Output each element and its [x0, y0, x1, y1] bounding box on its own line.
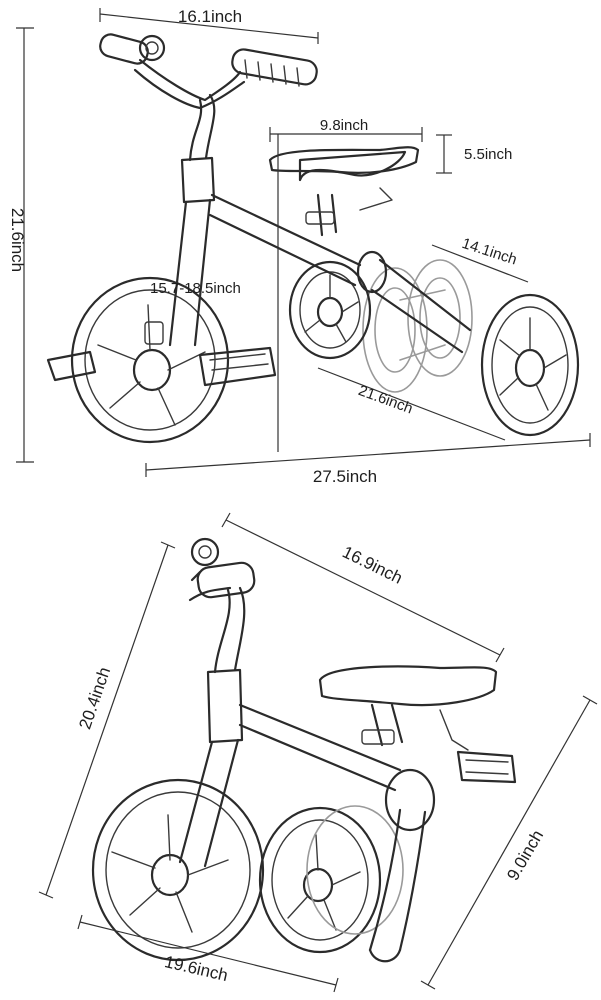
total-height-label: 21.6inch	[8, 208, 27, 272]
total-length-label: 27.5inch	[313, 467, 377, 486]
handlebar	[99, 33, 318, 110]
folded-pedal	[456, 750, 517, 784]
seat-length-label: 9.8inch	[320, 117, 368, 134]
folded-front-wheel	[91, 778, 265, 962]
pedal	[46, 346, 277, 387]
top-dimension-lines	[16, 8, 591, 477]
seat-assembly	[268, 146, 420, 237]
front-wheel	[70, 276, 230, 444]
bottom-dimension-lines	[38, 512, 598, 993]
folded-height-label: 20.4inch	[75, 665, 114, 732]
folded-depth-label: 9.0inch	[503, 827, 547, 884]
folded-bike-drawing	[91, 537, 517, 963]
folded-handlebar	[188, 537, 256, 602]
rear-wheel-right	[480, 293, 580, 437]
seat-height-label: 5.5inch	[464, 146, 512, 163]
assembled-bike-drawing	[46, 33, 580, 444]
folded-fork	[178, 586, 246, 868]
rear-wheels-faded	[362, 259, 473, 393]
main-frame	[208, 193, 472, 354]
folded-rear-wheels	[258, 805, 404, 954]
seat-post-range-label: 15.7-18.5inch	[150, 280, 241, 297]
handlebar-width-label: 16.1inch	[178, 7, 242, 26]
front-fork	[168, 93, 216, 347]
folded-seat	[318, 665, 498, 751]
folded-frame	[238, 703, 436, 963]
rear-wheel-span-label: 14.1inch	[460, 235, 519, 269]
